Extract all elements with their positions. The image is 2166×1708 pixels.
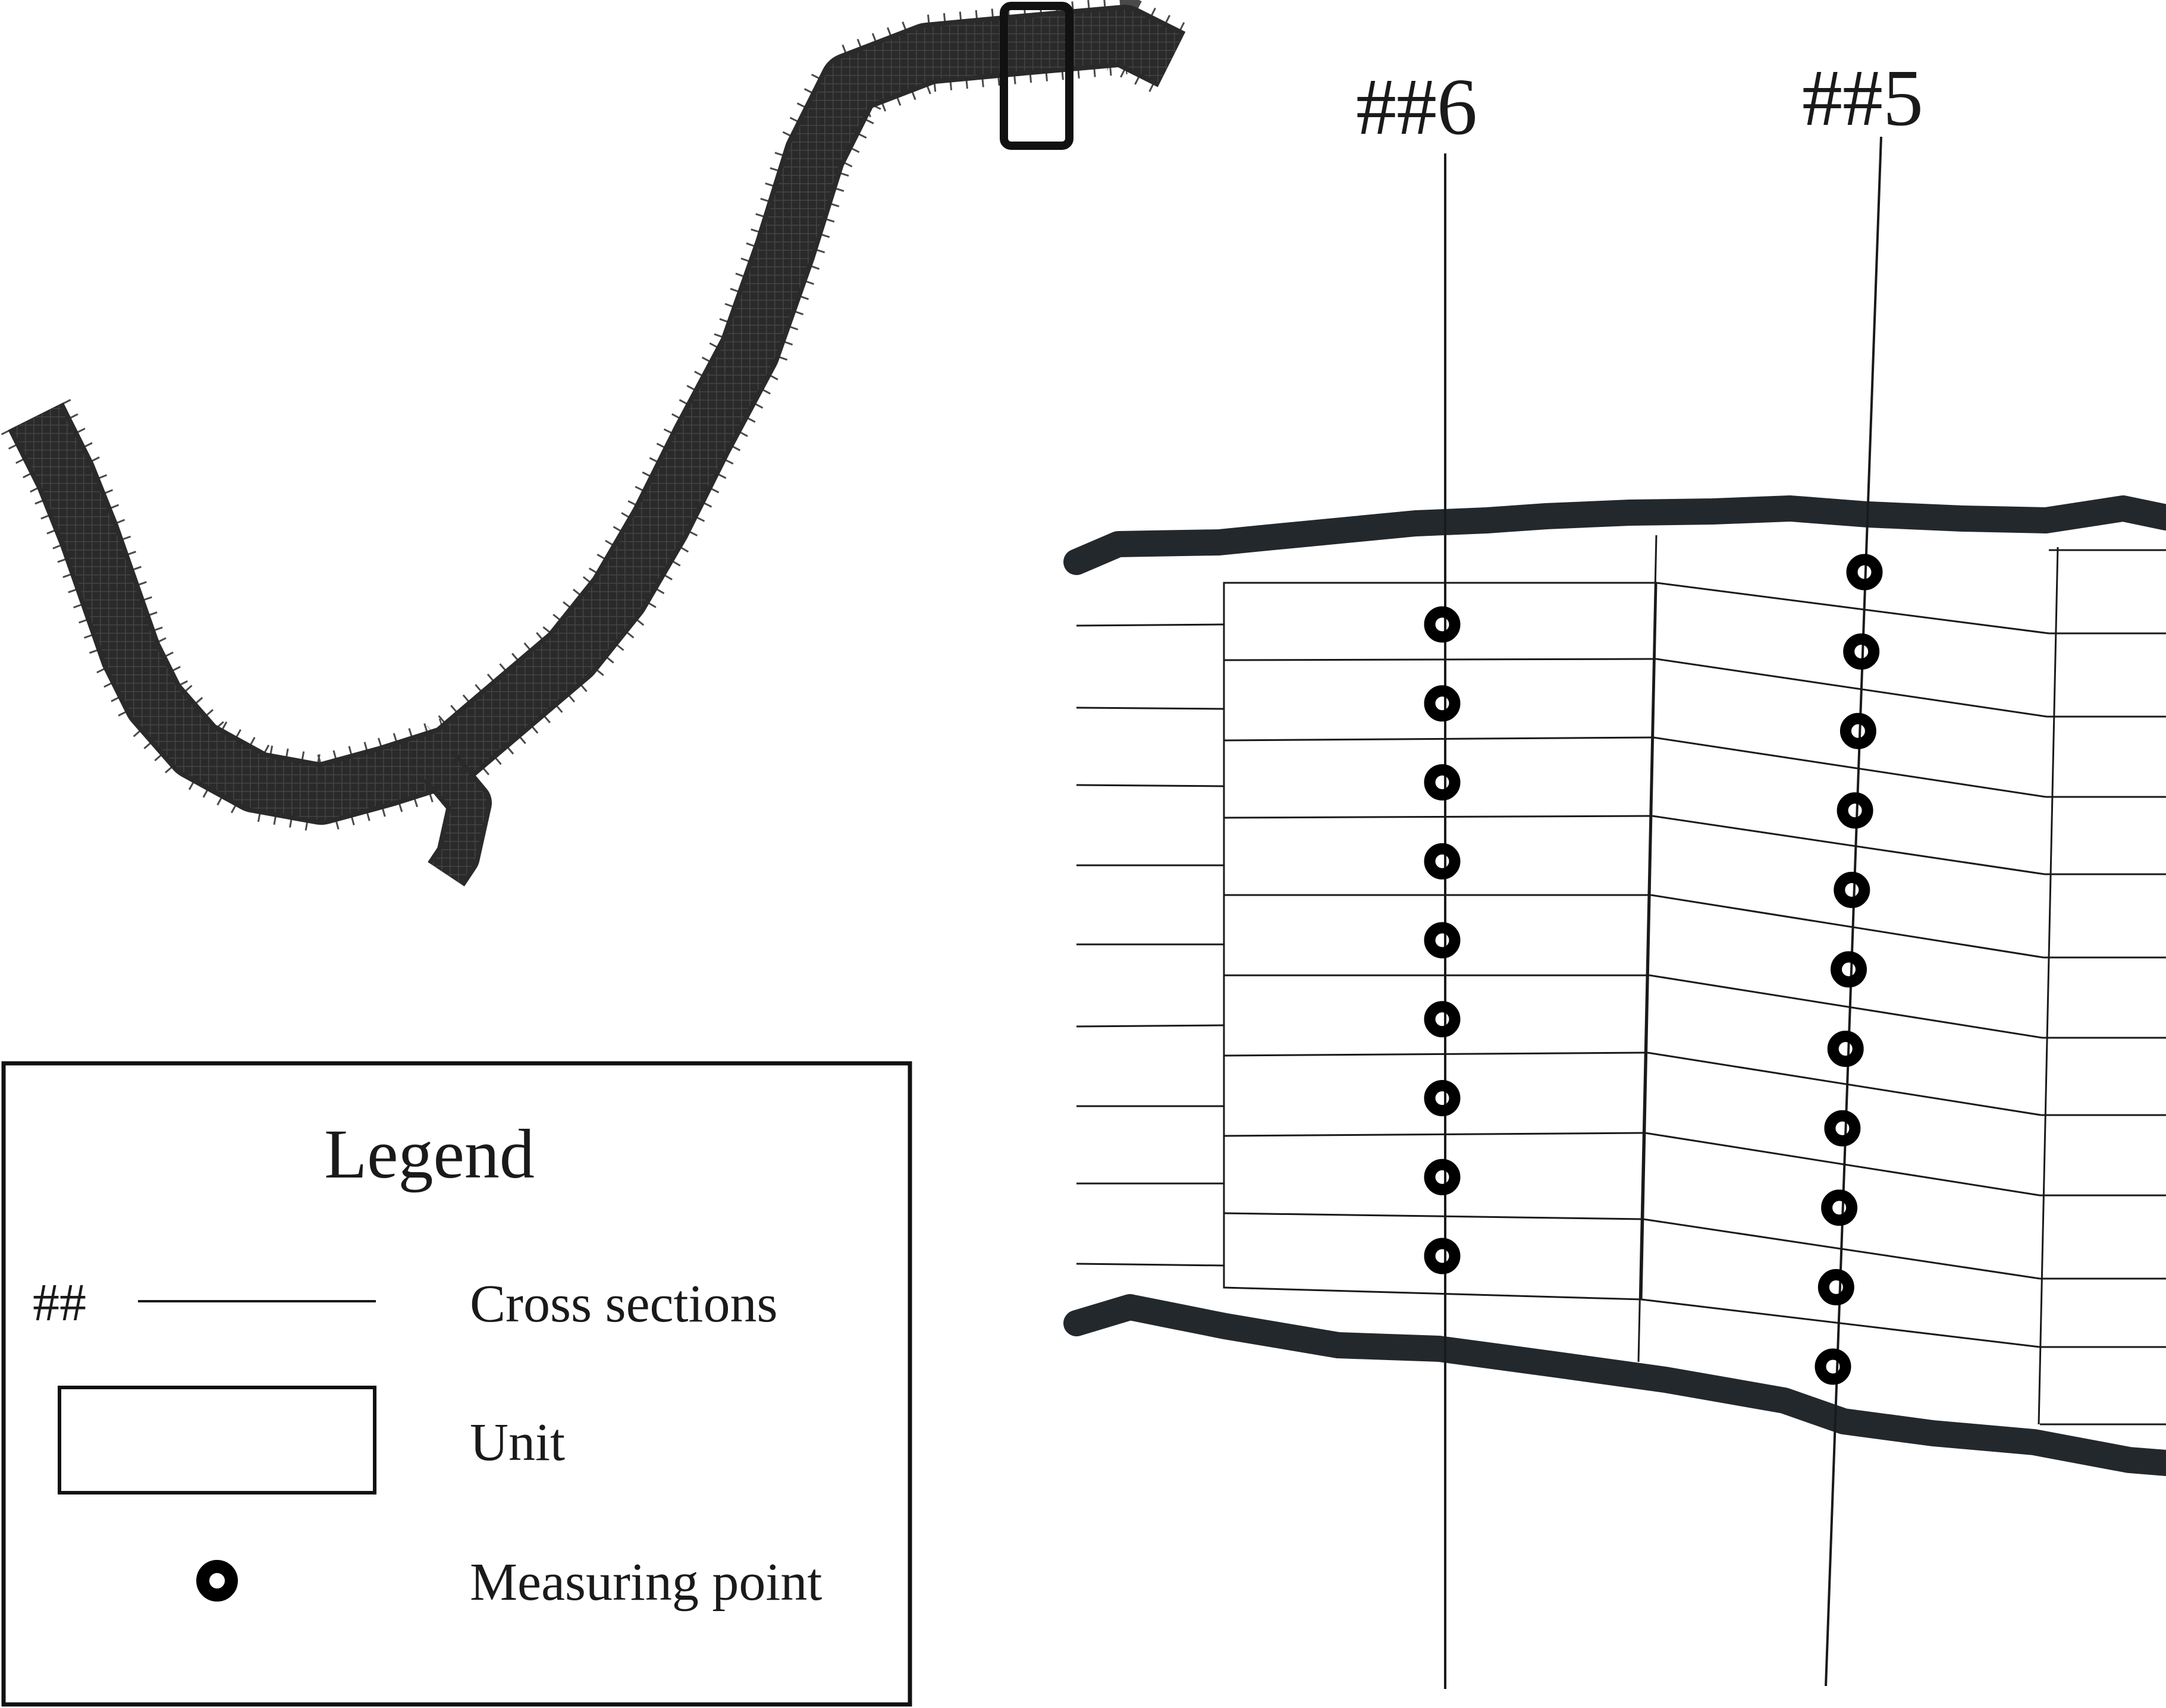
legend-title: Legend xyxy=(324,1115,535,1193)
measuring-point xyxy=(1424,1001,1461,1038)
measuring-point xyxy=(1827,1031,1864,1068)
measuring-point-icon xyxy=(196,1560,238,1602)
cross-section-5-label: ##5 xyxy=(1802,54,1923,143)
outer-mesh-lines-right xyxy=(1637,535,2166,1426)
river-branch xyxy=(426,756,487,884)
measuring-point xyxy=(1424,1158,1461,1195)
measuring-point xyxy=(1424,606,1461,643)
river-bank-bottom xyxy=(1063,1294,2166,1476)
measuring-point xyxy=(1424,922,1461,959)
river-overview-map xyxy=(1,0,1189,887)
river-bank-top xyxy=(1063,495,2166,575)
outer-mesh-lines-left xyxy=(1076,623,1225,1267)
measuring-point xyxy=(1815,1348,1851,1385)
unit-rectangle xyxy=(1223,582,1658,1301)
legend-measuring-point-label: Measuring point xyxy=(470,1553,822,1612)
measuring-point xyxy=(1424,843,1461,880)
legend-box: Legend ## Cross sections Unit Measuring … xyxy=(1,1061,912,1707)
measuring-point xyxy=(1843,633,1880,670)
legend-unit-label: Unit xyxy=(470,1413,565,1472)
measuring-point xyxy=(1834,871,1870,908)
legend-cross-section-symbol: ## xyxy=(33,1273,86,1332)
measuring-point xyxy=(1817,1269,1854,1305)
measuring-point xyxy=(1839,712,1876,749)
measuring-point xyxy=(1831,951,1867,988)
measuring-point xyxy=(1846,554,1883,591)
legend-cross-section-label: Cross sections xyxy=(470,1274,778,1333)
cross-section-5-line xyxy=(1825,136,1882,1687)
measuring-point xyxy=(1821,1189,1858,1226)
measuring-point xyxy=(1824,1110,1861,1147)
measuring-point xyxy=(1424,1080,1461,1116)
river-outline xyxy=(8,5,1186,825)
measuring-point xyxy=(1424,1238,1461,1274)
measuring-point xyxy=(1424,764,1461,800)
river-section-ticks xyxy=(1,0,1189,834)
river-mesh-body xyxy=(12,10,1184,820)
measuring-points-section-6 xyxy=(1424,606,1461,1274)
measuring-point xyxy=(1837,792,1873,829)
zoom-area-box xyxy=(1000,2,1073,150)
cross-section-6-label: ##6 xyxy=(1356,62,1477,152)
measuring-points-section-5 xyxy=(1815,554,1883,1385)
legend-frame xyxy=(1,1061,912,1707)
measuring-point xyxy=(1424,685,1461,722)
unit-rectangle-icon xyxy=(58,1386,376,1494)
detail-view: ##6 ##5 xyxy=(1063,54,2166,1689)
